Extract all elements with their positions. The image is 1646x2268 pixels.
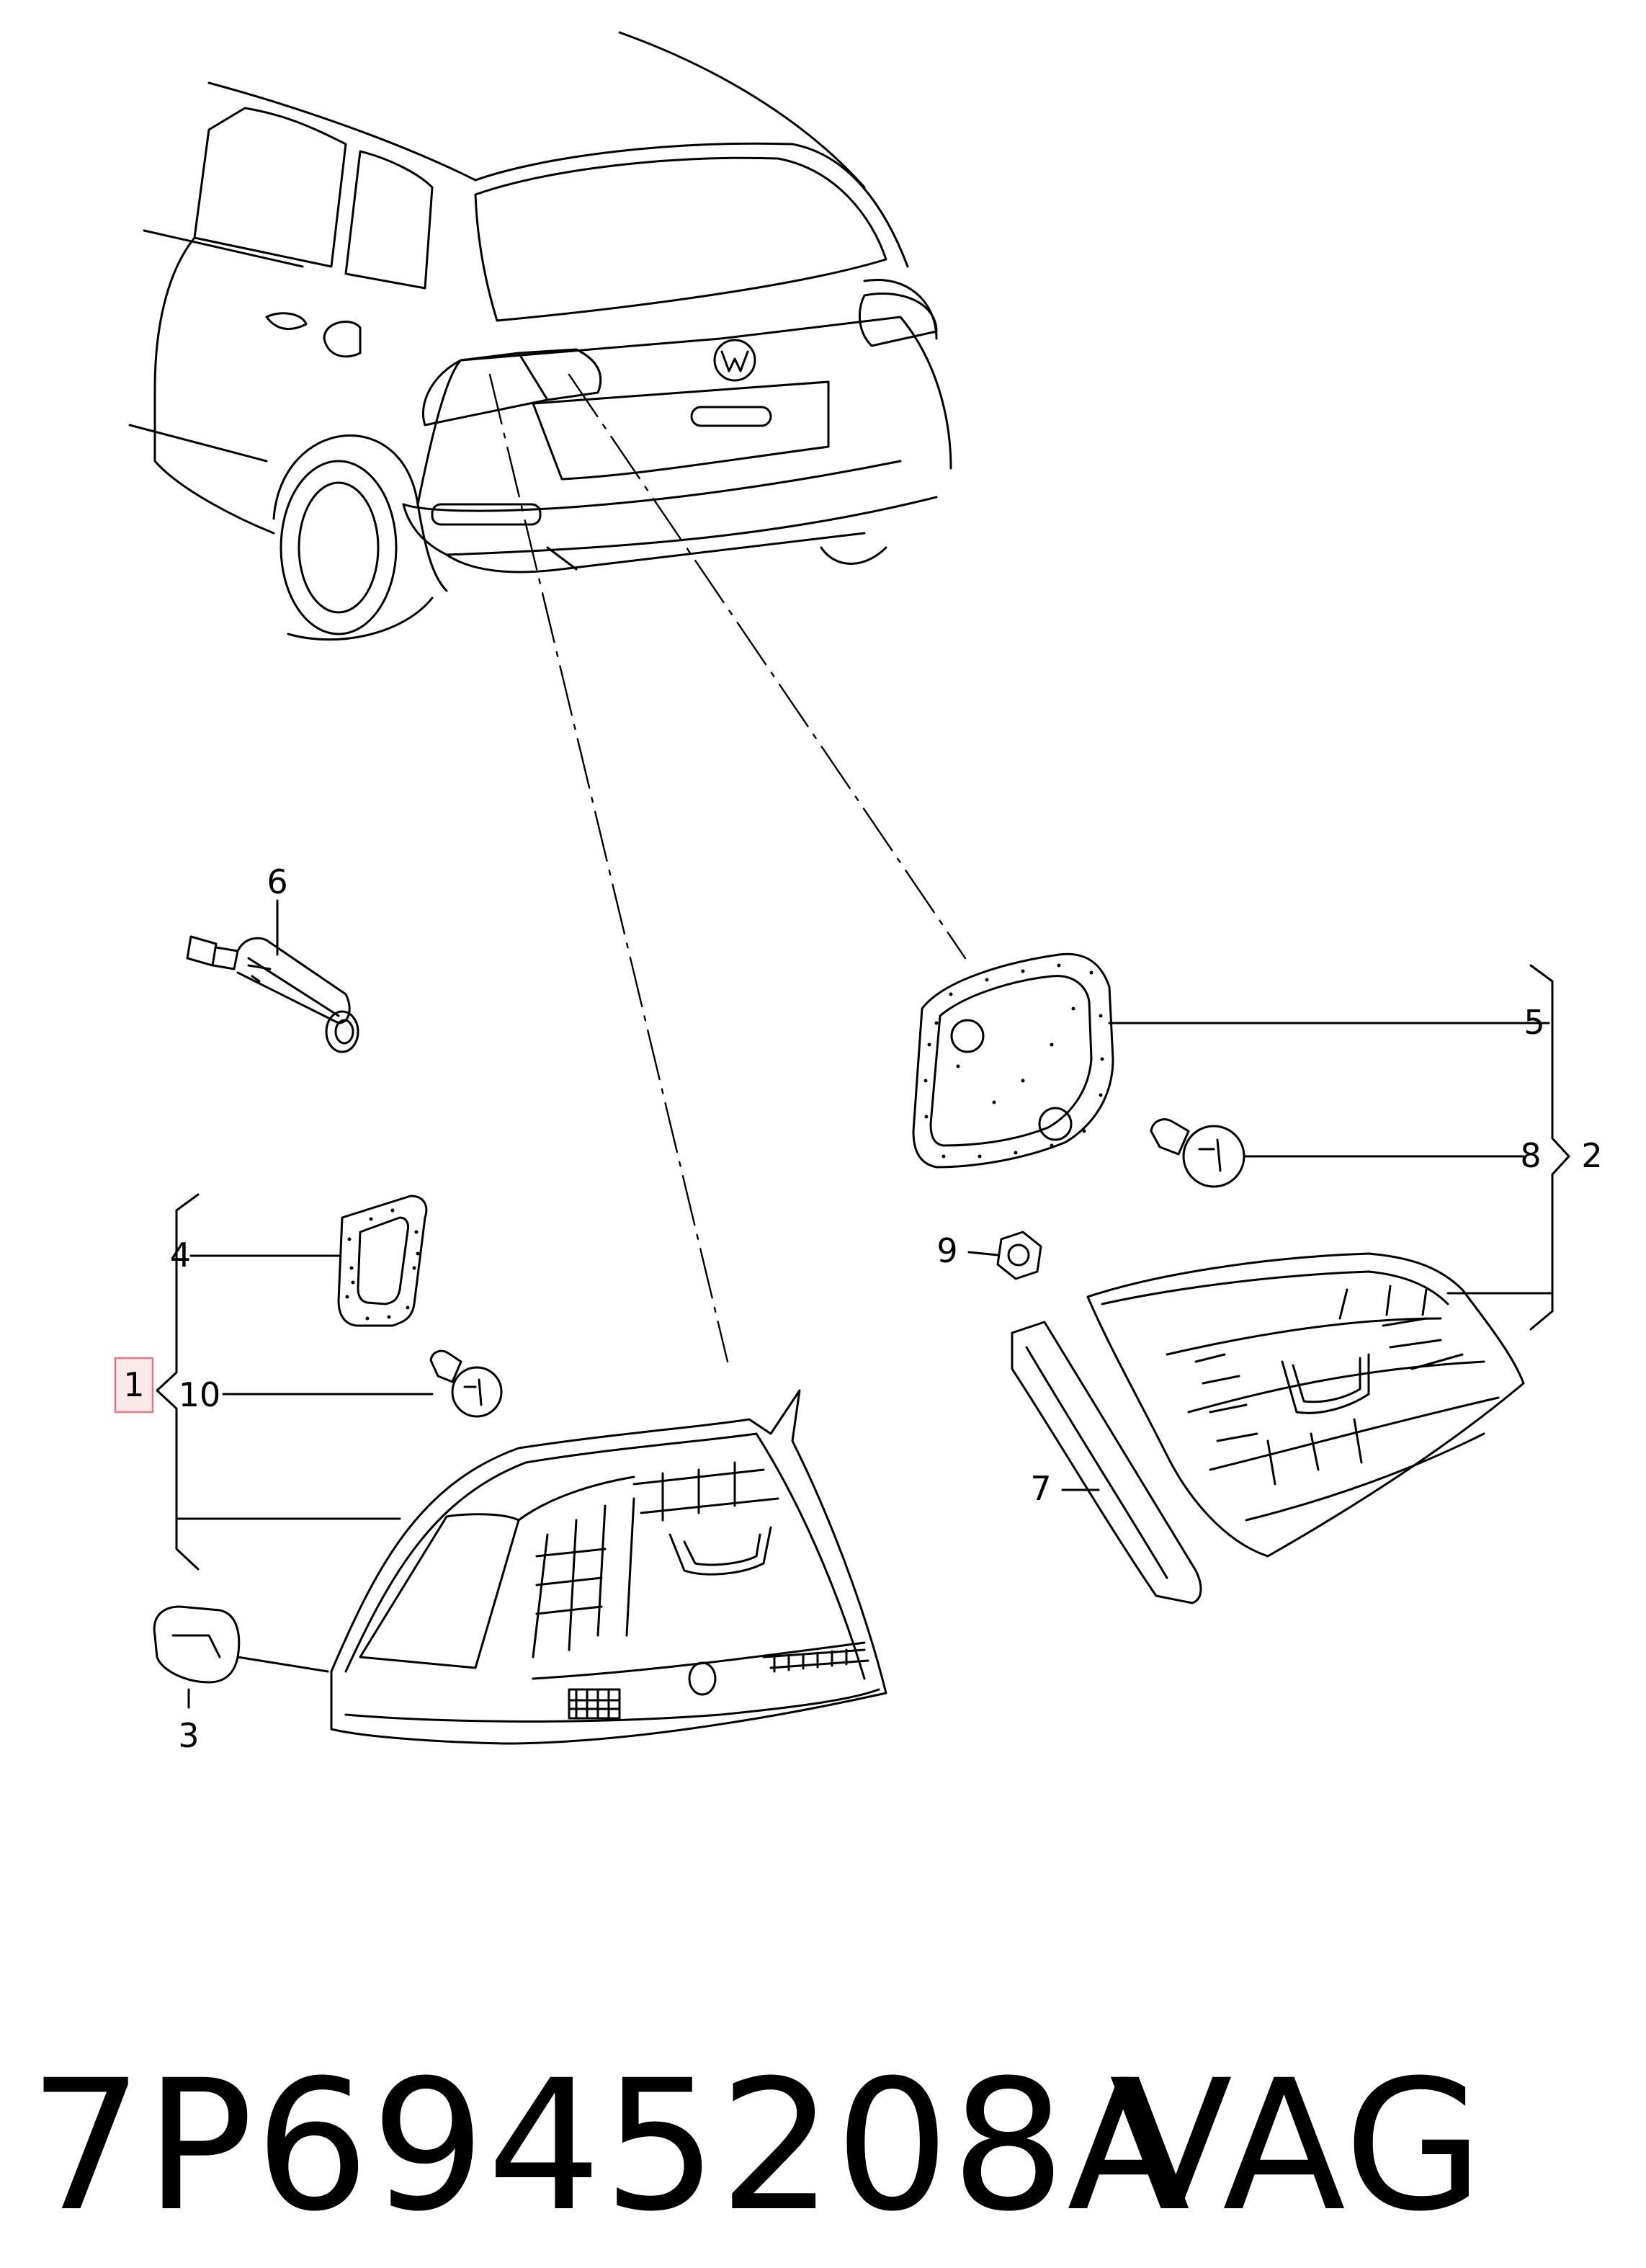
leader-lines	[488, 373, 967, 1363]
callout-6[interactable]: 6	[267, 862, 287, 901]
part-8-bulb	[1150, 1118, 1525, 1188]
part-3-cap	[153, 1605, 329, 1709]
vehicle-illustration	[128, 31, 952, 641]
callout-8[interactable]: 8	[1520, 1136, 1541, 1175]
brand-label: VAG	[1109, 2041, 1485, 2251]
highlight-box-1	[114, 1357, 154, 1414]
part-number: 7P6945208A	[29, 2041, 1191, 2251]
part-9-nut	[967, 1231, 1042, 1280]
part-7-trim-strip	[1011, 1321, 1202, 1604]
part-6-socket	[186, 899, 359, 1053]
part-5-gasket	[912, 952, 1550, 1169]
part-1-outer-tail-light	[330, 1389, 887, 1745]
callout-1[interactable]: 1	[123, 1365, 144, 1404]
part-5-gasket-texture	[923, 963, 1104, 1158]
callout-7[interactable]: 7	[1030, 1469, 1051, 1508]
callout-3[interactable]: 3	[178, 1716, 199, 1755]
bracket-1	[156, 1193, 401, 1571]
part-4-gasket	[189, 1195, 428, 1327]
callout-10[interactable]: 10	[179, 1375, 221, 1414]
part-4-gasket-texture	[345, 1208, 420, 1321]
callout-5[interactable]: 5	[1524, 1003, 1544, 1042]
part-2-inner-tail-light	[1086, 1252, 1525, 1558]
callout-2[interactable]: 2	[1581, 1136, 1602, 1175]
bracket-2	[1446, 964, 1570, 1331]
part-10-bulb	[222, 1349, 503, 1418]
callout-4[interactable]: 4	[170, 1236, 191, 1274]
callout-9[interactable]: 9	[936, 1231, 957, 1270]
